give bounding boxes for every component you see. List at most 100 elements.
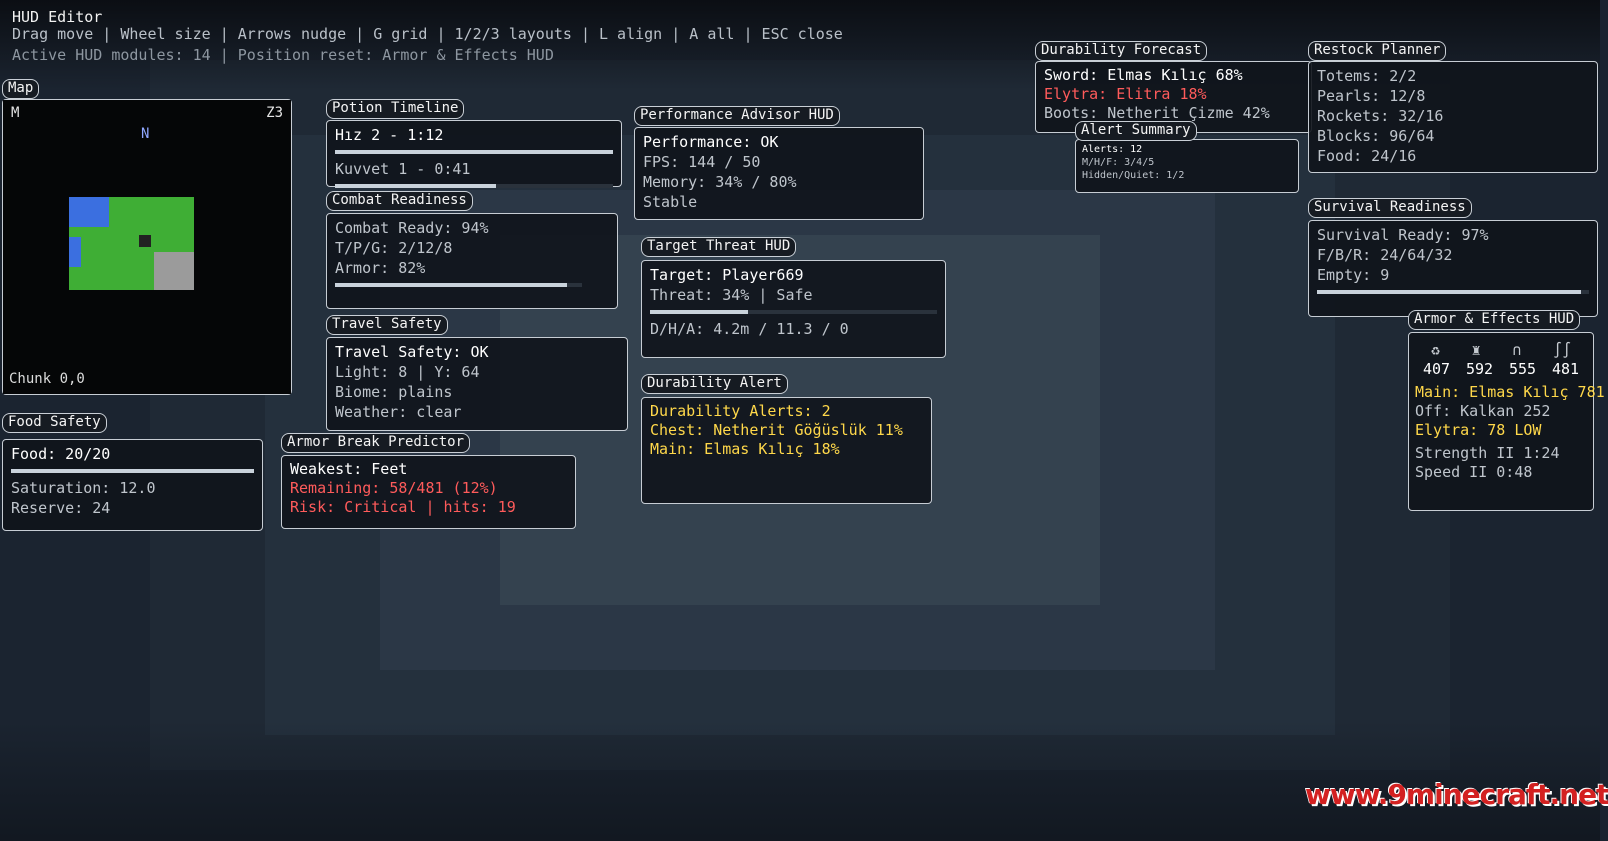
food-safety-module[interactable]: Food: 20/20 Saturation: 12.0 Reserve: 24…: [2, 413, 263, 531]
travel-line-1: Travel Safety: OK: [335, 343, 489, 361]
armorfx-effect-1: Strength II 1:24: [1415, 444, 1560, 462]
map-zoom: Z3: [266, 105, 283, 121]
armor-break-predictor-module[interactable]: Weakest: Feet Remaining: 58/481 (12%) Ri…: [281, 433, 576, 529]
travel-safety-module[interactable]: Travel Safety: OK Light: 8 | Y: 64 Biome…: [326, 315, 628, 431]
restock-line-4: Blocks: 96/64: [1317, 127, 1435, 145]
threat-bar: [650, 310, 937, 314]
alertsum-line-1: Alerts: 12: [1082, 144, 1143, 155]
food-line-2: Saturation: 12.0: [11, 479, 156, 497]
combat-readiness-module[interactable]: Combat Ready: 94% T/P/G: 2/12/8 Armor: 8…: [326, 191, 618, 309]
perf-line-4: Stable: [643, 193, 698, 211]
food-safety-label[interactable]: Food Safety: [2, 413, 107, 433]
armorfx-elytra: Elytra: 78 LOW: [1415, 421, 1542, 439]
restock-planner-label[interactable]: Restock Planner: [1308, 41, 1447, 61]
map-module[interactable]: M Z3 N Chunk 0,0 Map: [2, 79, 292, 395]
armorbreak-line-3: Risk: Critical | hits: 19: [290, 498, 516, 516]
map-terrain: [69, 197, 194, 290]
armor-effects-module[interactable]: ♻ ♜ ∩ ∫∫ 407 592 555 481 Main: Elmas Kıl…: [1408, 310, 1605, 511]
leggings-durability: 555: [1508, 360, 1537, 378]
armorbreak-line-2: Remaining: 58/481 (12%): [290, 479, 498, 497]
map-m: M: [11, 105, 20, 121]
combat-readiness-label[interactable]: Combat Readiness: [326, 191, 473, 211]
food-line-3: Reserve: 24: [11, 499, 111, 517]
map-label[interactable]: Map: [2, 79, 40, 99]
combat-line-3: Armor: 82%: [335, 259, 426, 277]
durability-alert-label[interactable]: Durability Alert: [641, 374, 788, 394]
map-chunk: Chunk 0,0: [9, 371, 85, 387]
travel-safety-label[interactable]: Travel Safety: [326, 315, 448, 335]
chestplate-durability: 592: [1465, 360, 1494, 378]
duralert-line-3: Main: Elmas Kılıç 18%: [650, 440, 840, 458]
chestplate-icon: ♜: [1471, 341, 1481, 359]
armorfx-off: Off: Kalkan 252: [1415, 402, 1551, 420]
watermark: www.9minecraft.net: [1305, 778, 1608, 811]
restock-planner-module[interactable]: Totems: 2/2 Pearls: 12/8 Rockets: 32/16 …: [1308, 41, 1598, 173]
player-marker-icon: [139, 235, 151, 247]
performance-advisor-module[interactable]: Performance: OK FPS: 144 / 50 Memory: 34…: [634, 106, 924, 220]
potion-timeline-module[interactable]: Hız 2 - 1:12 Kuvvet 1 - 0:41 Potion Time…: [326, 99, 622, 188]
map-north: N: [141, 126, 150, 142]
forecast-line-1: Sword: Elmas Kılıç 68%: [1044, 66, 1243, 84]
restock-line-2: Pearls: 12/8: [1317, 87, 1426, 105]
minimap: M Z3 N Chunk 0,0: [3, 100, 291, 394]
alertsum-line-2: M/H/F: 3/4/5: [1082, 157, 1155, 168]
editor-controls: Drag move | Wheel size | Arrows nudge | …: [12, 25, 843, 43]
survival-readiness-label[interactable]: Survival Readiness: [1308, 198, 1472, 218]
performance-advisor-label[interactable]: Performance Advisor HUD: [634, 106, 840, 126]
travel-line-4: Weather: clear: [335, 403, 462, 421]
durability-alert-module[interactable]: Durability Alerts: 2 Chest: Netherit Göğ…: [641, 374, 932, 504]
boots-icon: ∫∫: [1553, 341, 1572, 359]
combat-line-1: Combat Ready: 94%: [335, 219, 489, 237]
helmet-durability: 407: [1422, 360, 1451, 378]
survival-readiness-module[interactable]: Survival Ready: 97% F/B/R: 24/64/32 Empt…: [1308, 198, 1598, 317]
map-box[interactable]: M Z3 N Chunk 0,0: [2, 99, 292, 395]
durability-forecast-label[interactable]: Durability Forecast: [1035, 41, 1208, 61]
potion-timeline-label[interactable]: Potion Timeline: [326, 99, 465, 119]
armorfx-effect-2: Speed II 0:48: [1415, 463, 1533, 481]
target-threat-module[interactable]: Target: Player669 Threat: 34% | Safe D/H…: [641, 237, 946, 358]
restock-line-3: Rockets: 32/16: [1317, 107, 1444, 125]
restock-line-1: Totems: 2/2: [1317, 67, 1417, 85]
potion-bar-1: [335, 150, 613, 154]
combat-line-2: T/P/G: 2/12/8: [335, 239, 453, 257]
armor-break-predictor-label[interactable]: Armor Break Predictor: [281, 433, 471, 453]
perf-line-2: FPS: 144 / 50: [643, 153, 761, 171]
potion-line-1: Hız 2 - 1:12: [335, 126, 444, 144]
perf-line-3: Memory: 34% / 80%: [643, 173, 797, 191]
armorfx-main: Main: Elmas Kılıç 781: [1415, 383, 1605, 401]
travel-line-3: Biome: plains: [335, 383, 453, 401]
forecast-line-2: Elytra: Elitra 18%: [1044, 85, 1207, 103]
durability-forecast-module[interactable]: Sword: Elmas Kılıç 68% Elytra: Elitra 18…: [1035, 41, 1312, 133]
food-bar: [11, 469, 254, 473]
armor-effects-label[interactable]: Armor & Effects HUD: [1408, 310, 1581, 330]
duralert-line-1: Durability Alerts: 2: [650, 402, 831, 420]
boots-durability: 481: [1551, 360, 1580, 378]
threat-line-3: D/H/A: 4.2m / 11.3 / 0: [650, 320, 849, 338]
survival-line-2: F/B/R: 24/64/32: [1317, 246, 1453, 264]
potion-line-2: Kuvvet 1 - 0:41: [335, 160, 471, 178]
survival-bar: [1317, 290, 1589, 294]
threat-line-2: Threat: 34% | Safe: [650, 286, 813, 304]
forecast-line-3: Boots: Netherit Çizme 42%: [1044, 104, 1270, 122]
survival-line-3: Empty: 9: [1317, 266, 1390, 284]
leggings-icon: ∩: [1512, 341, 1522, 359]
restock-line-5: Food: 24/16: [1317, 147, 1417, 165]
survival-line-1: Survival Ready: 97%: [1317, 226, 1489, 244]
armor-icons: ♻ ♜ ∩ ∫∫: [1415, 341, 1587, 360]
editor-header: HUD Editor Drag move | Wheel size | Arro…: [12, 9, 843, 64]
helmet-icon: ♻: [1430, 341, 1440, 359]
alert-summary-module[interactable]: Alerts: 12 M/H/F: 3/4/5 Hidden/Quiet: 1/…: [1075, 121, 1299, 193]
threat-line-1: Target: Player669: [650, 266, 804, 284]
armorbreak-line-1: Weakest: Feet: [290, 460, 408, 478]
travel-line-2: Light: 8 | Y: 64: [335, 363, 480, 381]
perf-line-1: Performance: OK: [643, 133, 779, 151]
potion-bar-2: [335, 184, 613, 188]
editor-status: Active HUD modules: 14 | Position reset:…: [12, 46, 554, 64]
editor-title: HUD Editor: [12, 8, 103, 26]
duralert-line-2: Chest: Netherit Göğüslük 11%: [650, 421, 903, 439]
alertsum-line-3: Hidden/Quiet: 1/2: [1082, 170, 1185, 181]
alert-summary-label[interactable]: Alert Summary: [1075, 121, 1197, 141]
combat-bar: [335, 283, 582, 287]
target-threat-label[interactable]: Target Threat HUD: [641, 237, 797, 257]
food-line-1: Food: 20/20: [11, 445, 111, 463]
